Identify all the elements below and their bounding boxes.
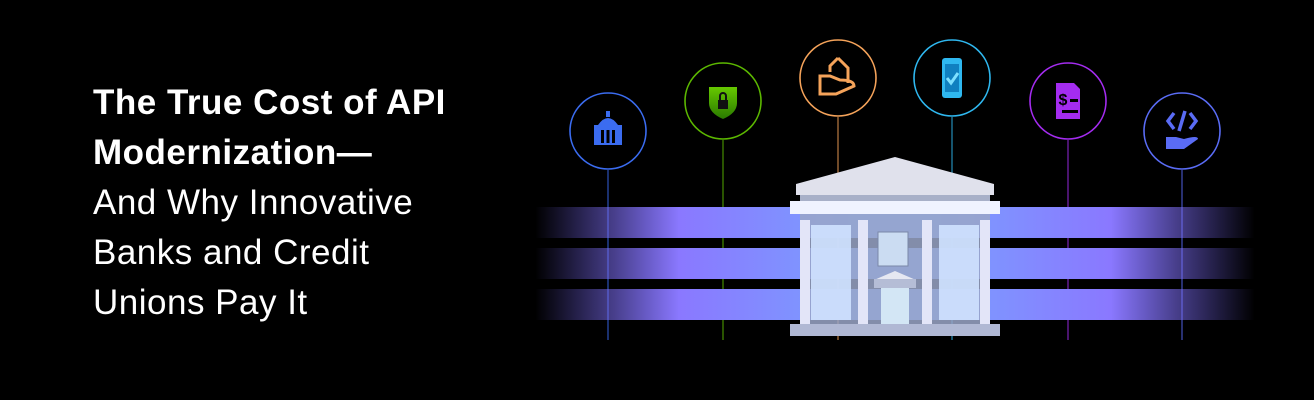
- shield-lock-icon: [684, 62, 762, 140]
- svg-text:$: $: [1059, 92, 1068, 109]
- headline-line: Unions Pay It: [93, 283, 308, 322]
- bank-building-icon: [790, 157, 1000, 336]
- headline-line: Banks and Credit: [93, 233, 370, 272]
- headline: The True Cost of API Modernization— And …: [93, 78, 446, 328]
- dollar-document-icon: $: [1029, 62, 1107, 140]
- mobile-check-icon: [913, 39, 991, 117]
- hand-code-icon: [1143, 92, 1221, 170]
- hand-house-icon: [799, 39, 877, 117]
- headline-line: Modernization—: [93, 133, 373, 172]
- headline-line: The True Cost of API: [93, 83, 446, 122]
- headline-line: And Why Innovative: [93, 183, 414, 222]
- bank-icon: [569, 92, 647, 170]
